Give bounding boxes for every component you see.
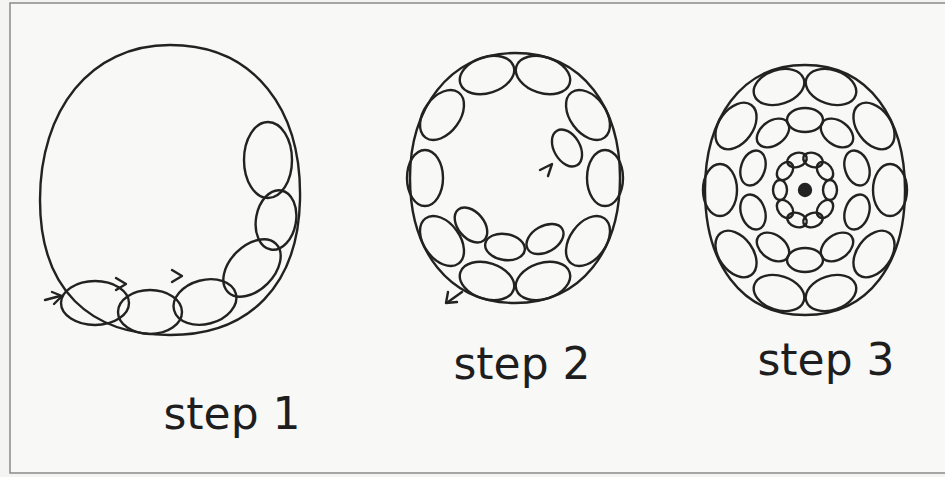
step-label: step 3 bbox=[757, 338, 894, 382]
step-label: step 2 bbox=[453, 342, 590, 386]
hoop bbox=[410, 53, 620, 303]
step-3-figure bbox=[703, 63, 907, 317]
step-label: step 1 bbox=[163, 392, 300, 436]
paper-frame bbox=[10, 3, 945, 473]
step-1-figure bbox=[40, 45, 301, 335]
step-2-figure bbox=[407, 49, 623, 307]
hoop bbox=[40, 45, 300, 335]
hoop bbox=[705, 65, 905, 315]
